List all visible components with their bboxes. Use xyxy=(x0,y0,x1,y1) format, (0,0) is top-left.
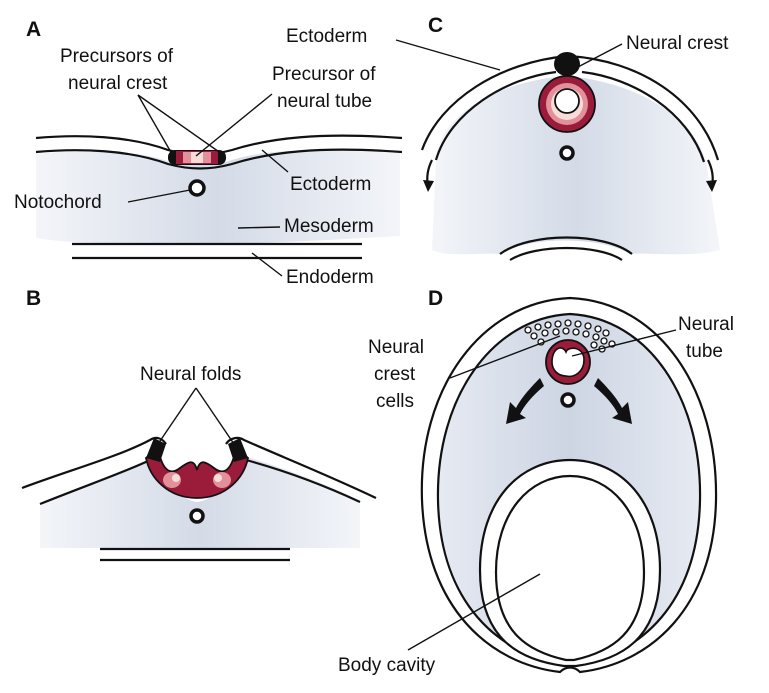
panel-c-endoderm-arc-top xyxy=(499,236,633,255)
panel-c: C Ectoderm Neural crest xyxy=(286,14,729,261)
label-ectoderm-c: Ectoderm xyxy=(286,26,367,47)
label-ectoderm-a: Ectoderm xyxy=(290,174,371,195)
panel-c-notochord xyxy=(559,145,575,161)
panel-a-letter: A xyxy=(26,18,41,41)
panel-c-endoderm-arc-bottom xyxy=(509,246,623,261)
panel-c-ectoderm-inner xyxy=(434,70,706,163)
label-precursor-of-neural-tube-2: neural tube xyxy=(277,91,372,112)
label-neural-crest: Neural crest xyxy=(626,33,729,54)
label-endoderm: Endoderm xyxy=(286,267,374,288)
panel-b-letter: B xyxy=(26,287,41,310)
label-neural-tube-2: tube xyxy=(686,341,723,362)
panel-d-body-cavity-inner xyxy=(494,474,646,662)
panel-a-ectoderm-inner xyxy=(35,148,403,170)
label-neural-crest-cells-2: crest xyxy=(374,364,416,385)
panel-c-mesoderm-shape xyxy=(432,76,720,255)
label-neural-crest-cells-1: Neural xyxy=(368,337,424,358)
panel-b-neural-fold-right xyxy=(228,438,248,462)
label-body-cavity: Body cavity xyxy=(338,655,436,676)
panel-d: D Neural tube Neural crest xyxy=(338,287,734,676)
panel-d-neural-crest-cells xyxy=(524,319,616,353)
panel-b-neural-fold-left xyxy=(146,438,166,462)
label-precursors-of-neural-crest-1: Precursors of xyxy=(60,46,174,67)
panel-b-notochord xyxy=(189,508,205,524)
label-neural-crest-cells-3: cells xyxy=(376,391,414,412)
label-notochord: Notochord xyxy=(14,192,102,213)
label-neural-folds: Neural folds xyxy=(140,364,241,385)
panel-d-migration-arrow-left xyxy=(506,378,544,424)
panel-c-letter: C xyxy=(428,14,443,37)
panel-d-notochord xyxy=(560,392,576,408)
panel-a-mesoderm-shape xyxy=(36,150,400,244)
panel-b-ectoderm-inner xyxy=(39,459,151,506)
label-precursor-of-neural-tube-1: Precursor of xyxy=(272,64,376,85)
panel-d-letter: D xyxy=(428,287,443,310)
panel-c-neural-crest xyxy=(554,52,580,76)
label-precursors-of-neural-crest-2: neural crest xyxy=(68,73,168,94)
panel-b: B Neural folds xyxy=(21,287,377,562)
panel-a-notochord xyxy=(188,179,206,197)
panel-a: A Precursors of neural crest Precursor o… xyxy=(14,18,403,288)
label-mesoderm: Mesoderm xyxy=(284,216,374,237)
panel-d-migration-arrow-right xyxy=(594,378,632,424)
label-neural-tube-1: Neural xyxy=(678,314,734,335)
